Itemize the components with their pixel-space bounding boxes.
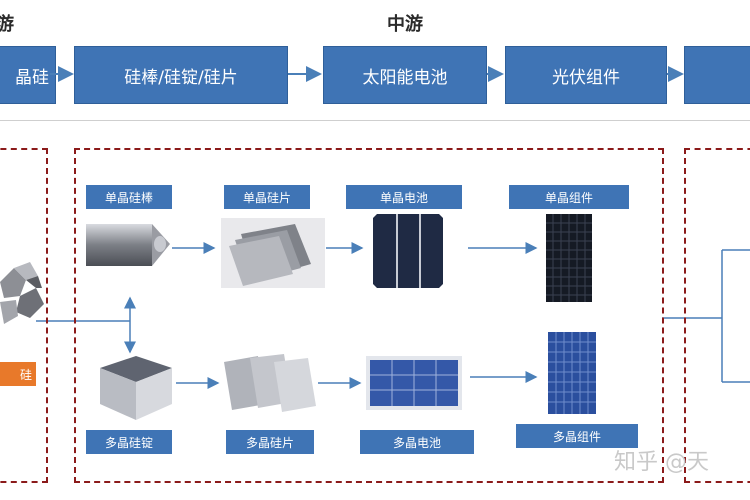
stage-title-upstream: 游 xyxy=(0,14,14,35)
poly-module-image xyxy=(548,332,596,414)
label-mono-cell: 单晶电池 xyxy=(346,185,462,209)
mono-wafer-image xyxy=(229,224,311,286)
raw-silicon-image xyxy=(0,262,44,324)
label-poly-module: 多晶组件 xyxy=(516,424,638,448)
process-box-rod-ingot-wafer: 硅棒/硅锭/硅片 xyxy=(74,46,288,104)
process-box-solar-cell: 太阳能电池 xyxy=(323,46,487,104)
divider-line xyxy=(0,120,750,121)
label-silicon: 硅 xyxy=(0,362,36,386)
watermark-text: 知乎 @天 xyxy=(614,450,709,475)
label-poly-cell: 多晶电池 xyxy=(360,430,474,454)
mono-cell-image xyxy=(373,214,443,288)
upstream-frame xyxy=(0,148,48,483)
stage-title-midstream: 中游 xyxy=(387,14,423,35)
process-box-silicon: 晶硅 xyxy=(0,46,56,104)
label-poly-ingot: 多晶硅锭 xyxy=(86,430,172,454)
mono-rod-image xyxy=(86,224,170,266)
downstream-frame xyxy=(684,148,750,483)
process-box-downstream xyxy=(684,46,750,104)
poly-wafer-image xyxy=(224,354,316,412)
label-mono-wafer: 单晶硅片 xyxy=(224,185,310,209)
label-mono-rod: 单晶硅棒 xyxy=(86,185,172,209)
label-poly-wafer: 多晶硅片 xyxy=(226,430,314,454)
mono-module-image xyxy=(546,214,592,302)
poly-ingot-image xyxy=(100,356,172,420)
process-box-pv-module: 光伏组件 xyxy=(505,46,667,104)
label-mono-module: 单晶组件 xyxy=(509,185,629,209)
midstream-frame xyxy=(74,148,664,483)
poly-cell-image xyxy=(366,356,462,410)
